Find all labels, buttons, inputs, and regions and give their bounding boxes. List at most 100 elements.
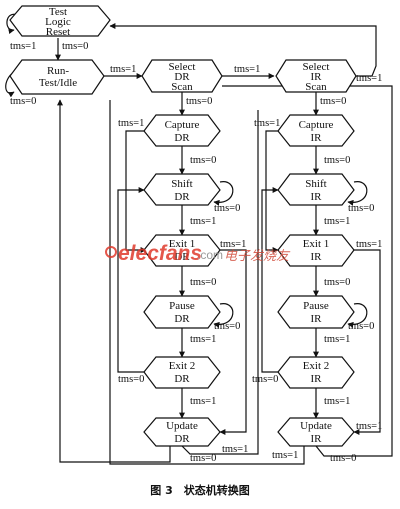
label-shift-dr-self: tms=0 [214,203,240,214]
svg-text:IR: IR [311,373,323,385]
svg-text:Scan: Scan [305,81,327,93]
watermark-dotcom: .com [197,248,223,262]
figure-caption: 图 3 状态机转换图 [150,483,249,497]
edge-update-dr-to-select-dr [181,110,259,455]
svg-text:DR: DR [174,71,190,83]
label-exit2-ir-to-update: tms=1 [324,396,350,407]
svg-text:Logic: Logic [45,16,71,28]
label-exit1-ir-to-update: tms=1 [356,239,382,250]
svg-text:IR: IR [311,251,323,263]
label-idle-self: tms=0 [10,96,36,107]
label-exit1-dr-to-update: tms=1 [220,239,246,250]
state-update-ir: Update IR [277,417,355,447]
svg-text:IR: IR [311,191,323,203]
svg-text:Test: Test [49,6,67,18]
edge-exit2-dr-to-shift [117,187,146,373]
svg-text:Shift: Shift [171,178,192,190]
state-exit1-dr: Exit 1 DR [143,234,221,267]
label-exit2-dr-to-update: tms=1 [190,396,216,407]
svg-text:IR: IR [311,132,323,144]
svg-text:Exit 2: Exit 2 [169,360,196,372]
label-capture-ir-exit1: tms=1 [254,118,280,129]
edge-pause-dr-self [213,303,234,328]
label-update-dr-to-idle: tms=0 [190,453,216,464]
label-exit1-ir-to-pause: tms=0 [324,277,350,288]
state-pause-dr: Pause DR [143,295,221,329]
label-pause-dr-self: tms=0 [214,321,240,332]
svg-text:DR: DR [174,251,190,263]
svg-text:Pause: Pause [169,300,195,312]
label-update-ir-to-idle: tms=0 [330,453,356,464]
svg-text:IR: IR [311,433,323,445]
state-shift-ir: Shift IR [277,173,355,206]
state-pause-ir: Pause IR [277,295,355,329]
state-update-dr: Update DR [143,417,221,447]
label-pause-ir-to-exit2: tms=1 [324,334,350,345]
svg-text:Select: Select [169,61,196,73]
state-select-ir-scan: Select IR Scan [275,59,357,93]
label-update-dr-to-select-dr: tms=1 [222,444,248,455]
svg-text:Scan: Scan [171,81,193,93]
svg-text:Shift: Shift [305,178,326,190]
label-select-dr-to-capture: tms=0 [186,96,212,107]
svg-text:Capture: Capture [299,119,334,131]
label-pause-ir-self: tms=0 [348,321,374,332]
state-exit2-dr: Exit 2 DR [143,356,221,389]
label-exit2-ir-to-shift: tms=0 [252,374,278,385]
label-capture-ir-to-shift: tms=0 [324,155,350,166]
svg-text:DR: DR [174,132,190,144]
label-reset-to-idle: tms=0 [62,41,88,52]
svg-text:IR: IR [311,71,323,83]
state-shift-dr: Shift DR [143,173,221,206]
label-pause-dr-to-exit2: tms=1 [190,334,216,345]
state-select-dr-scan: Select DR Scan [141,59,223,93]
svg-text:DR: DR [174,191,190,203]
state-capture-dr: Capture DR [143,114,221,147]
edge-exit1-ir-to-update [352,249,381,435]
label-capture-dr-to-shift: tms=0 [190,155,216,166]
svg-text:DR: DR [174,373,190,385]
label-update-ir-bottom: tms=1 [272,450,298,461]
svg-text:DR: DR [174,433,190,445]
svg-text:Test/Idle: Test/Idle [39,77,77,89]
watermark-cn: 电子发烧友 [224,249,291,264]
label-shift-dr-to-exit1: tms=1 [190,216,216,227]
edge-exit2-ir-to-shift [261,187,279,373]
label-exit1-dr-to-pause: tms=0 [190,277,216,288]
svg-text:Exit 1: Exit 1 [303,238,330,250]
state-exit1-ir: Exit 1 IR [277,234,355,267]
label-select-ir-to-reset: tms=1 [356,73,382,84]
svg-text:Select: Select [303,61,330,73]
svg-text:Capture: Capture [165,119,200,131]
edge-exit1-dr-to-update [218,249,247,435]
watermark-logo-icon [105,246,117,258]
svg-text:Pause: Pause [303,300,329,312]
label-select-ir-to-capture: tms=0 [320,96,346,107]
svg-text:Reset: Reset [46,26,70,38]
edge-select-ir-to-reset [109,23,377,77]
edge-update-ir-to-idle [109,100,305,465]
svg-text:DR: DR [174,313,190,325]
label-select-dr-to-select-ir: tms=1 [234,64,260,75]
label-exit2-dr-to-shift: tms=0 [118,374,144,385]
svg-text:Update: Update [300,420,332,432]
edge-shift-ir-self [347,181,368,206]
edge-pause-ir-self [347,303,368,328]
label-capture-dr-exit1: tms=1 [118,118,144,129]
svg-text:Exit 2: Exit 2 [303,360,330,372]
edge-update-dr-to-idle [57,99,171,463]
label-reset-self: tms=1 [10,41,36,52]
transition-labels: tms=1 tms=0 tms=0 tms=1 tms=1 tms=1 tms=… [10,41,382,464]
svg-text:Exit 1: Exit 1 [169,238,196,250]
elecfans-watermark: elecfans .com 电子发烧友 [105,242,291,265]
svg-text:IR: IR [311,313,323,325]
label-shift-ir-to-exit1: tms=1 [324,216,350,227]
watermark-brand: elecfans [118,242,202,265]
label-shift-ir-self: tms=0 [348,203,374,214]
state-capture-ir: Capture IR [277,114,355,147]
state-exit2-ir: Exit 2 IR [277,356,355,389]
label-update-ir-to-select-dr: tms=1 [356,421,382,432]
state-run-test-idle: Run- Test/Idle [9,59,105,95]
svg-text:Run-: Run- [47,65,69,77]
